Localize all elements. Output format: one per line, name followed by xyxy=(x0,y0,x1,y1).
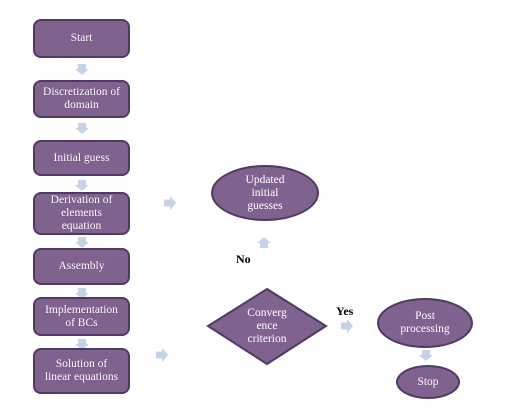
initial-guess-node: Initial guess xyxy=(33,140,130,176)
arrow-start-to-discretization xyxy=(75,64,89,75)
convergence-label: Converg ence criterion xyxy=(247,306,287,345)
start-node: Start xyxy=(33,19,130,58)
yes-label: Yes xyxy=(336,304,354,318)
updated-guesses-node: Updated initial guesses xyxy=(211,165,319,221)
arrow-convergence-to-updated xyxy=(257,237,271,248)
arrow-derivation-to-assembly xyxy=(75,237,89,248)
arrow-discretization-to-initial-guess xyxy=(75,123,89,134)
stop-node: Stop xyxy=(396,365,460,399)
solution-node: Solution of linear equations xyxy=(33,348,130,394)
arrow-solution-to-convergence xyxy=(156,348,168,362)
post-processing-node: Post processing xyxy=(377,298,473,348)
derivation-node: Derivation of elements equation xyxy=(33,192,130,235)
convergence-diamond xyxy=(206,287,328,366)
assembly-node: Assembly xyxy=(33,248,130,285)
discretization-node: Discretization of domain xyxy=(33,80,130,118)
no-label: No xyxy=(236,252,251,266)
arrow-derivation-to-updated xyxy=(164,196,176,210)
arrow-post-to-stop xyxy=(419,350,433,361)
implementation-node: Implementation of BCs xyxy=(33,297,130,336)
arrow-initial-guess-to-derivation xyxy=(75,180,89,191)
arrow-convergence-to-post xyxy=(341,319,353,333)
